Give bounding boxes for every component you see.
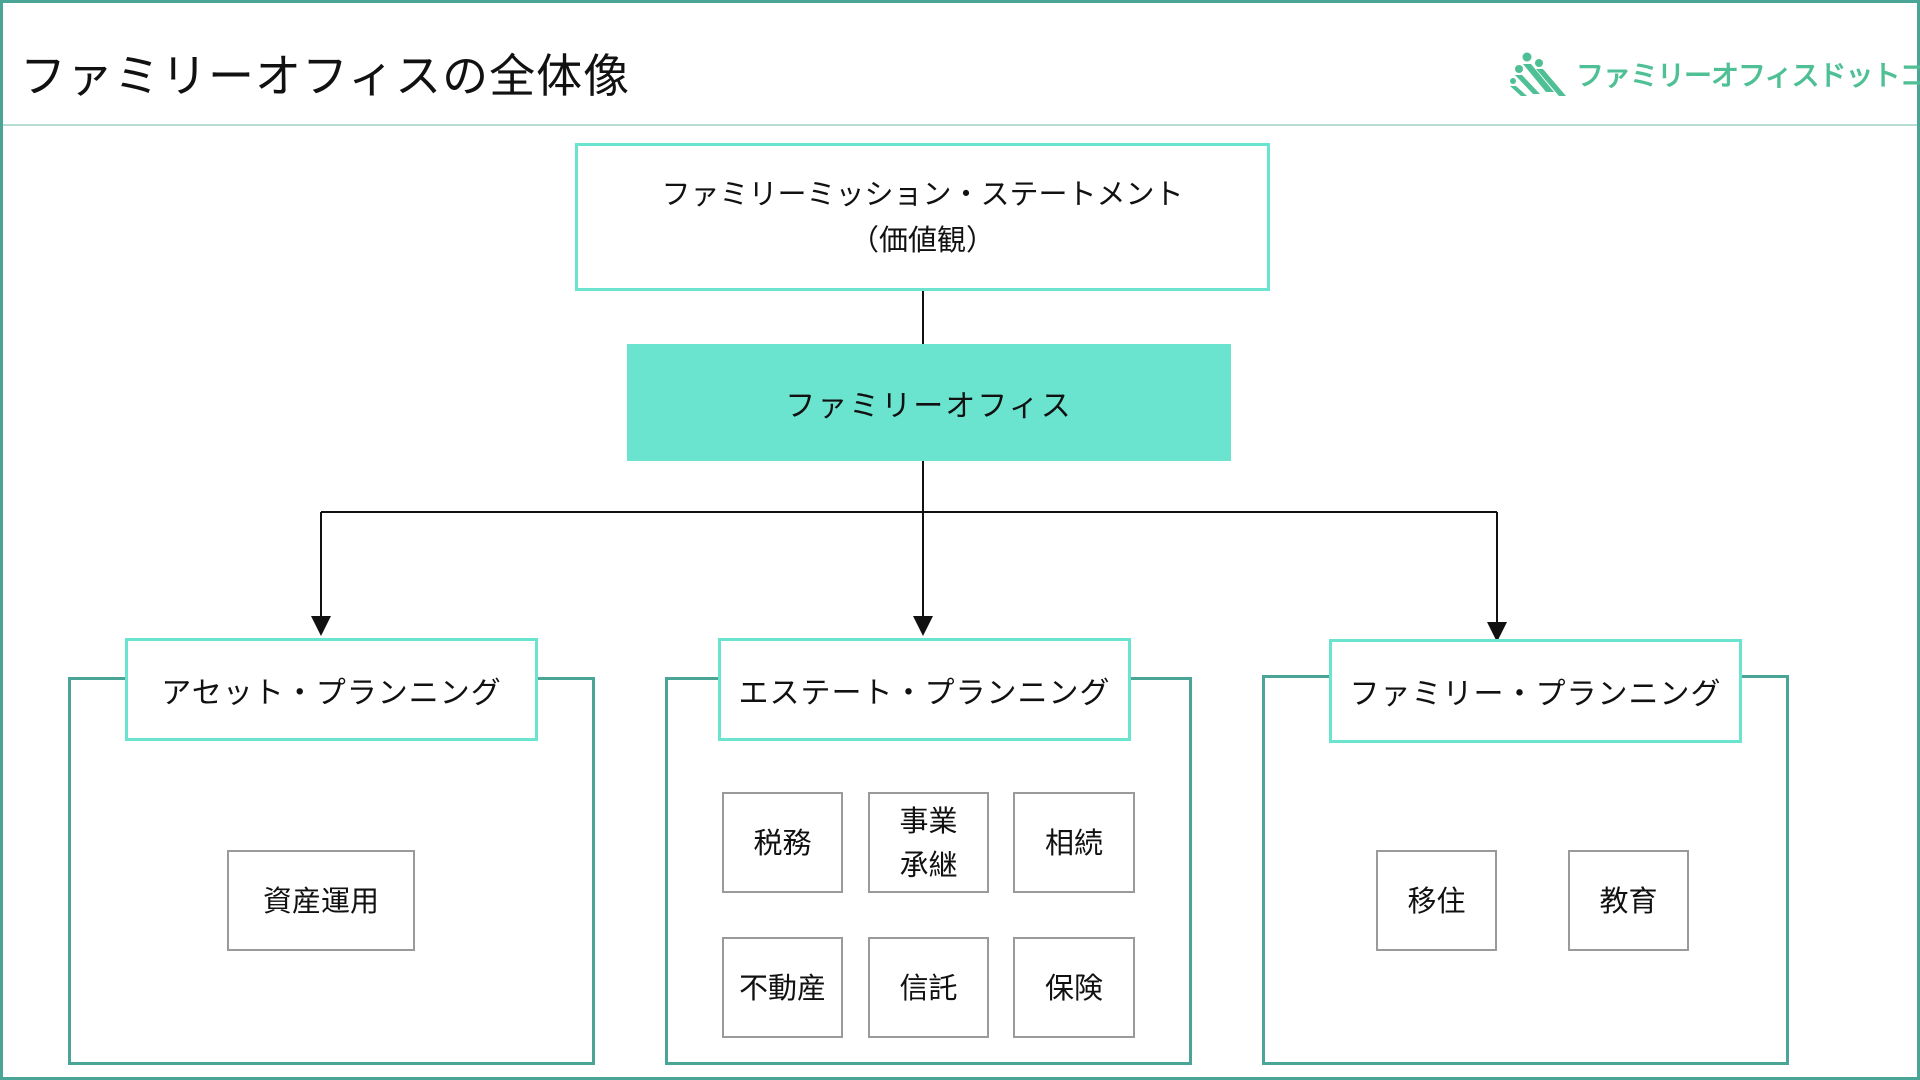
item-education: 教育 <box>1568 850 1689 951</box>
mission-statement-title: ファミリーミッション・ステートメント <box>661 177 1184 211</box>
family-office-box: ファミリーオフィス <box>627 344 1231 461</box>
item-real-estate: 不動産 <box>722 937 843 1038</box>
family-office-label: ファミリーオフィス <box>785 388 1073 424</box>
item-tax: 税務 <box>722 792 843 893</box>
estate-planning-label: エステート・プランニング <box>738 675 1111 711</box>
item-inheritance: 相続 <box>1013 792 1135 893</box>
mission-statement-box: ファミリーミッション・ステートメント （価値観） <box>575 143 1270 291</box>
people-stairs-logo-icon <box>1510 52 1566 96</box>
family-planning-header: ファミリー・プランニング <box>1329 639 1742 743</box>
header-divider <box>3 124 1917 126</box>
estate-planning-header: エステート・プランニング <box>718 638 1131 741</box>
item-trust: 信託 <box>868 937 989 1038</box>
asset-planning-label: アセット・プランニング <box>161 675 502 711</box>
logo-text: ファミリーオフィスドットコム <box>1576 59 1920 92</box>
item-relocation: 移住 <box>1376 850 1497 951</box>
mission-statement-subtitle: （価値観） <box>849 223 995 257</box>
page-title: ファミリーオフィスの全体像 <box>20 49 631 103</box>
item-insurance: 保険 <box>1013 937 1135 1038</box>
asset-planning-header: アセット・プランニング <box>125 638 538 741</box>
item-asset-management: 資産運用 <box>227 850 415 951</box>
item-business-succession: 事業 承継 <box>868 792 989 893</box>
family-planning-label: ファミリー・プランニング <box>1349 677 1722 712</box>
